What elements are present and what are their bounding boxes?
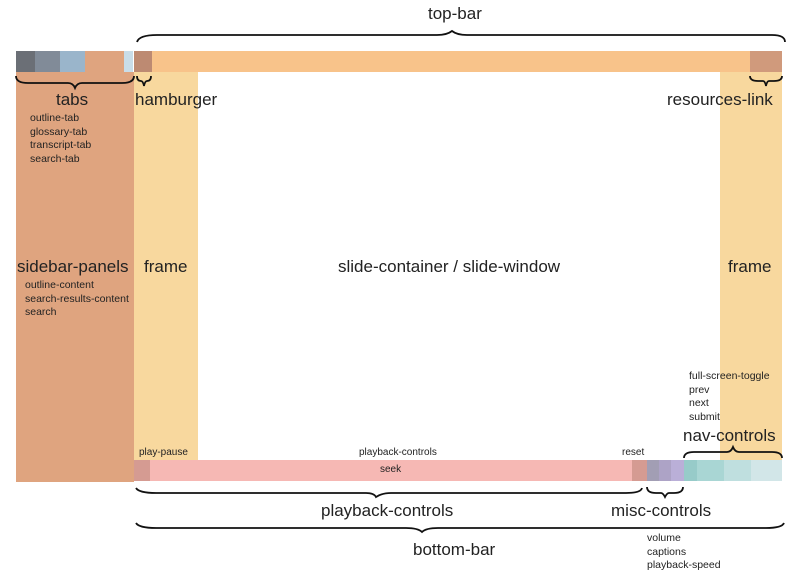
tab-item-label: glossary-tab xyxy=(30,125,88,138)
tabs-list: outline-tab glossary-tab transcript-tab … xyxy=(30,112,91,166)
frame-left xyxy=(134,72,198,460)
tab-outline[interactable] xyxy=(16,51,35,72)
resources-link-label: resources-link xyxy=(667,90,773,109)
sidebar-panels-list: outline-content search-results-content s… xyxy=(25,279,129,320)
seek-label: seek xyxy=(380,464,402,475)
top-bar xyxy=(16,51,782,72)
hamburger-label: hamburger xyxy=(135,90,218,109)
top-bar-fill xyxy=(152,51,750,72)
misc-item-label: volume xyxy=(647,532,681,544)
play-pause-button[interactable] xyxy=(134,460,150,481)
nav-item-label: full-screen-toggle xyxy=(689,370,770,382)
frame-right xyxy=(720,72,782,460)
tabs-label: tabs xyxy=(56,90,89,109)
hamburger-brace xyxy=(136,75,152,87)
bottom-bar-brace xyxy=(135,522,785,534)
tab-item-label: search-tab xyxy=(30,152,80,165)
resources-link[interactable] xyxy=(750,51,782,72)
playback-controls-label: playback-controls xyxy=(321,501,454,520)
reset-button[interactable] xyxy=(632,460,647,481)
bottom-bar: seek xyxy=(134,460,782,481)
nav-item-label: next xyxy=(689,397,709,409)
full-screen-toggle[interactable] xyxy=(684,460,697,481)
next-button[interactable] xyxy=(724,460,751,481)
misc-item-label: playback-speed xyxy=(647,559,721,571)
captions-button[interactable] xyxy=(659,460,671,481)
nav-controls-label: nav-controls xyxy=(683,426,776,445)
prev-button[interactable] xyxy=(697,460,724,481)
tab-search[interactable] xyxy=(85,51,124,72)
misc-controls-brace xyxy=(646,486,684,500)
volume-button[interactable] xyxy=(647,460,659,481)
top-bar-brace xyxy=(136,29,786,43)
sidebar-panels xyxy=(16,72,134,482)
sidebar-item-label: search xyxy=(25,306,57,318)
misc-controls-list: volume captions playback-speed xyxy=(647,532,721,573)
sidebar-panels-label: sidebar-panels xyxy=(17,257,129,276)
misc-controls-label: misc-controls xyxy=(611,501,712,520)
frame-right-label: frame xyxy=(728,257,772,276)
sidebar-item-label: outline-content xyxy=(25,279,94,291)
sidebar-item-label: search-results-content xyxy=(25,292,129,305)
nav-controls-brace xyxy=(683,444,783,459)
frame-left-label: frame xyxy=(144,257,188,276)
tab-glossary[interactable] xyxy=(35,51,60,72)
submit-button[interactable] xyxy=(751,460,782,481)
misc-item-label: captions xyxy=(647,545,687,558)
hamburger-button[interactable] xyxy=(134,51,152,72)
resources-link-brace xyxy=(749,75,783,87)
reset-label: reset xyxy=(622,447,645,458)
top-bar-label: top-bar xyxy=(428,4,482,23)
play-pause-label: play-pause xyxy=(139,447,188,458)
tab-item-label: outline-tab xyxy=(30,112,80,124)
tabs-brace xyxy=(15,75,135,91)
seek-bar[interactable]: seek xyxy=(150,460,632,481)
nav-controls-list: full-screen-toggle prev next submit xyxy=(689,370,770,424)
tab-transcript[interactable] xyxy=(60,51,85,72)
playback-controls-top-label: playback-controls xyxy=(359,447,437,458)
tab-item-label: transcript-tab xyxy=(30,139,92,151)
nav-item-label: prev xyxy=(689,383,710,396)
bottom-bar-label: bottom-bar xyxy=(413,540,496,559)
slide-window: slide-container / slide-window xyxy=(338,257,561,276)
tab-extra[interactable] xyxy=(124,51,133,72)
playback-controls-brace xyxy=(135,487,643,499)
nav-item-label: submit xyxy=(689,410,720,423)
playback-speed-button[interactable] xyxy=(671,460,684,481)
